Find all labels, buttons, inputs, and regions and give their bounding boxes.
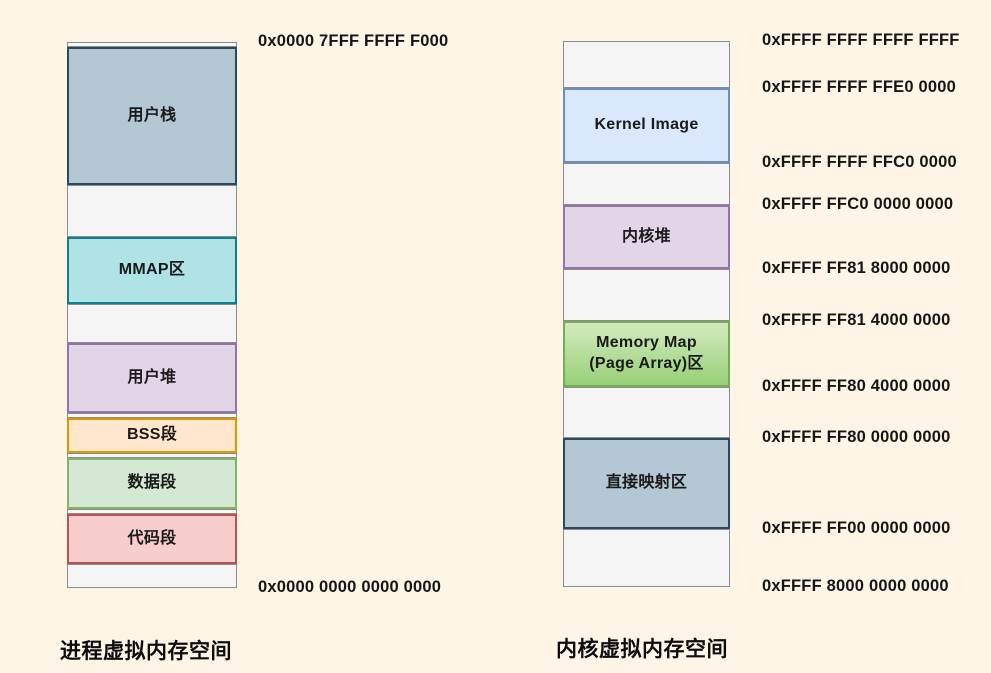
address-label: 0xFFFF FFC0 0000 0000	[762, 195, 954, 214]
segment-label: Memory Map (Page Array)区	[589, 334, 704, 372]
address-label: 0xFFFF 8000 0000 0000	[762, 577, 949, 596]
memory-segment-empty	[563, 269, 730, 321]
memory-segment-empty	[67, 413, 237, 418]
memory-segment-empty	[563, 163, 730, 205]
memory-segment-empty	[67, 42, 237, 47]
segment-label: 代码段	[127, 529, 177, 547]
memory-segment: 数据段	[67, 458, 237, 509]
address-label: 0xFFFF FF80 0000 0000	[762, 428, 951, 447]
memory-segment-empty	[67, 509, 237, 514]
address-label: 0xFFFF FF81 4000 0000	[762, 311, 951, 330]
kernel-space-title: 内核虚拟内存空间	[556, 638, 728, 661]
address-label: 0x0000 7FFF FFFF F000	[258, 32, 449, 51]
segment-label: MMAP区	[118, 261, 186, 279]
memory-segment-empty	[67, 453, 237, 458]
address-label: 0xFFFF FF81 8000 0000	[762, 259, 951, 278]
memory-segment: 用户栈	[67, 47, 237, 185]
memory-segment-empty	[563, 529, 730, 587]
memory-segment: 代码段	[67, 514, 237, 564]
address-label: 0xFFFF FFFF FFC0 0000	[762, 153, 957, 172]
address-label: 0xFFFF FF00 0000 0000	[762, 519, 951, 538]
memory-segment: MMAP区	[67, 237, 237, 304]
address-label: 0xFFFF FF80 4000 0000	[762, 377, 951, 396]
memory-segment-empty	[67, 564, 237, 588]
memory-segment-empty	[67, 304, 237, 343]
segment-label: Kernel Image	[594, 116, 699, 134]
segment-label: 内核堆	[622, 227, 671, 245]
memory-segment: 内核堆	[563, 205, 730, 269]
kernel-memory-column: Kernel Image 内核堆 Memory Map (Page Array)区直…	[563, 41, 730, 587]
memory-segment: 直接映射区	[563, 438, 730, 529]
process-memory-column: 用户栈 MMAP区用户堆 BSS段数据段代码段	[67, 42, 237, 588]
segment-label: 用户堆	[127, 368, 177, 386]
memory-segment: BSS段	[67, 418, 237, 453]
memory-segment: Kernel Image	[563, 88, 730, 163]
address-label: 0x0000 0000 0000 0000	[258, 578, 442, 597]
memory-segment-empty	[563, 387, 730, 438]
process-space-title: 进程虚拟内存空间	[60, 640, 232, 663]
memory-segment-empty	[563, 41, 730, 88]
segment-label: 用户栈	[127, 106, 177, 124]
segment-label: 数据段	[127, 474, 177, 492]
memory-segment: 用户堆	[67, 343, 237, 413]
memory-segment: Memory Map (Page Array)区	[563, 321, 730, 387]
segment-label: 直接映射区	[605, 474, 688, 492]
segment-label: BSS段	[126, 426, 178, 444]
address-label: 0xFFFF FFFF FFE0 0000	[762, 78, 956, 97]
address-label: 0xFFFF FFFF FFFF FFFF	[762, 31, 960, 50]
memory-segment-empty	[67, 185, 237, 237]
